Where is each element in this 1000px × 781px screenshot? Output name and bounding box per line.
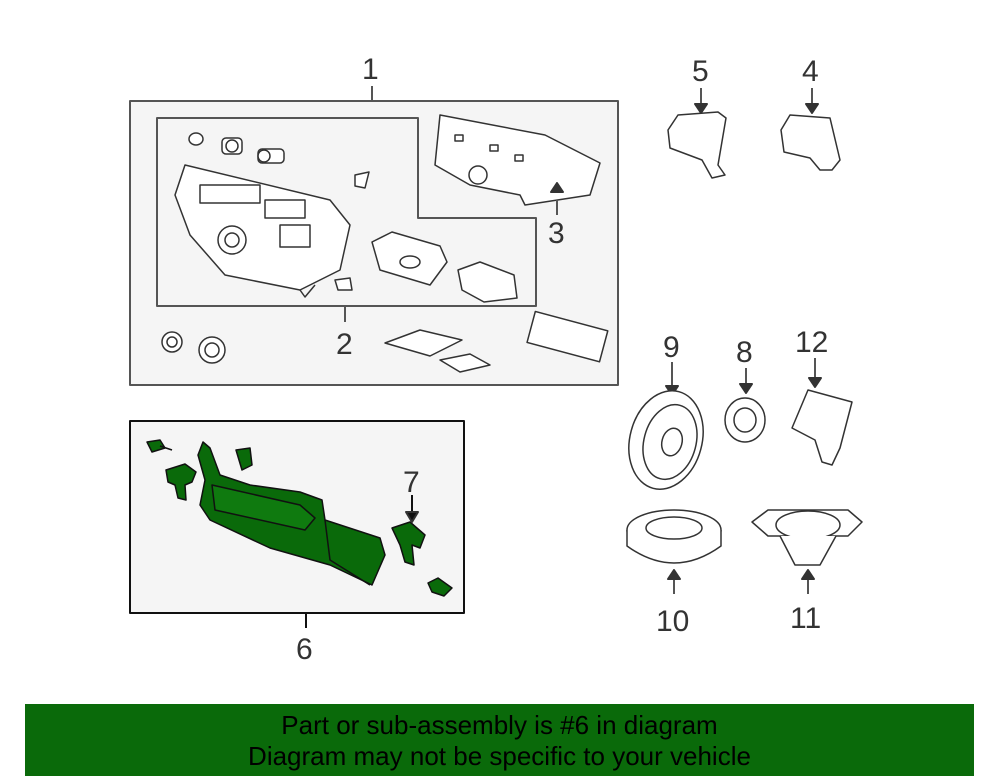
highlighted-part-6 <box>197 441 386 586</box>
bracket-part-12 <box>791 389 853 466</box>
bracket-part-4 <box>780 114 841 171</box>
callout-9: 9 <box>663 331 680 364</box>
callout-1: 1 <box>362 53 379 86</box>
knob-parts <box>188 132 370 291</box>
control-panel-part <box>174 164 351 298</box>
clip-parts <box>146 439 453 597</box>
speaker-part-9 <box>628 390 704 490</box>
callout-2: 2 <box>336 328 353 361</box>
callout-12: 12 <box>795 326 828 359</box>
sub-box-2 <box>156 117 537 307</box>
switch-parts <box>371 231 518 303</box>
info-banner: Part or sub-assembly is #6 in diagram Di… <box>25 704 974 776</box>
tweeter-part-8 <box>724 397 766 443</box>
callout-4: 4 <box>802 55 819 88</box>
callout-7: 7 <box>403 466 420 499</box>
callout-3: 3 <box>548 217 565 250</box>
callout-8: 8 <box>736 336 753 369</box>
callout-5: 5 <box>692 55 709 88</box>
callout-10: 10 <box>656 605 689 638</box>
banner-line-1: Part or sub-assembly is #6 in diagram <box>281 710 718 740</box>
knobs-bottom <box>161 310 609 373</box>
speaker-part-11 <box>751 509 863 566</box>
speaker-part-10 <box>626 509 722 564</box>
banner-line-2: Diagram may not be specific to your vehi… <box>248 741 751 771</box>
callout-11: 11 <box>790 602 821 635</box>
callout-6: 6 <box>296 633 313 666</box>
circuit-board-part <box>434 114 601 206</box>
bracket-part-5 <box>667 111 727 179</box>
